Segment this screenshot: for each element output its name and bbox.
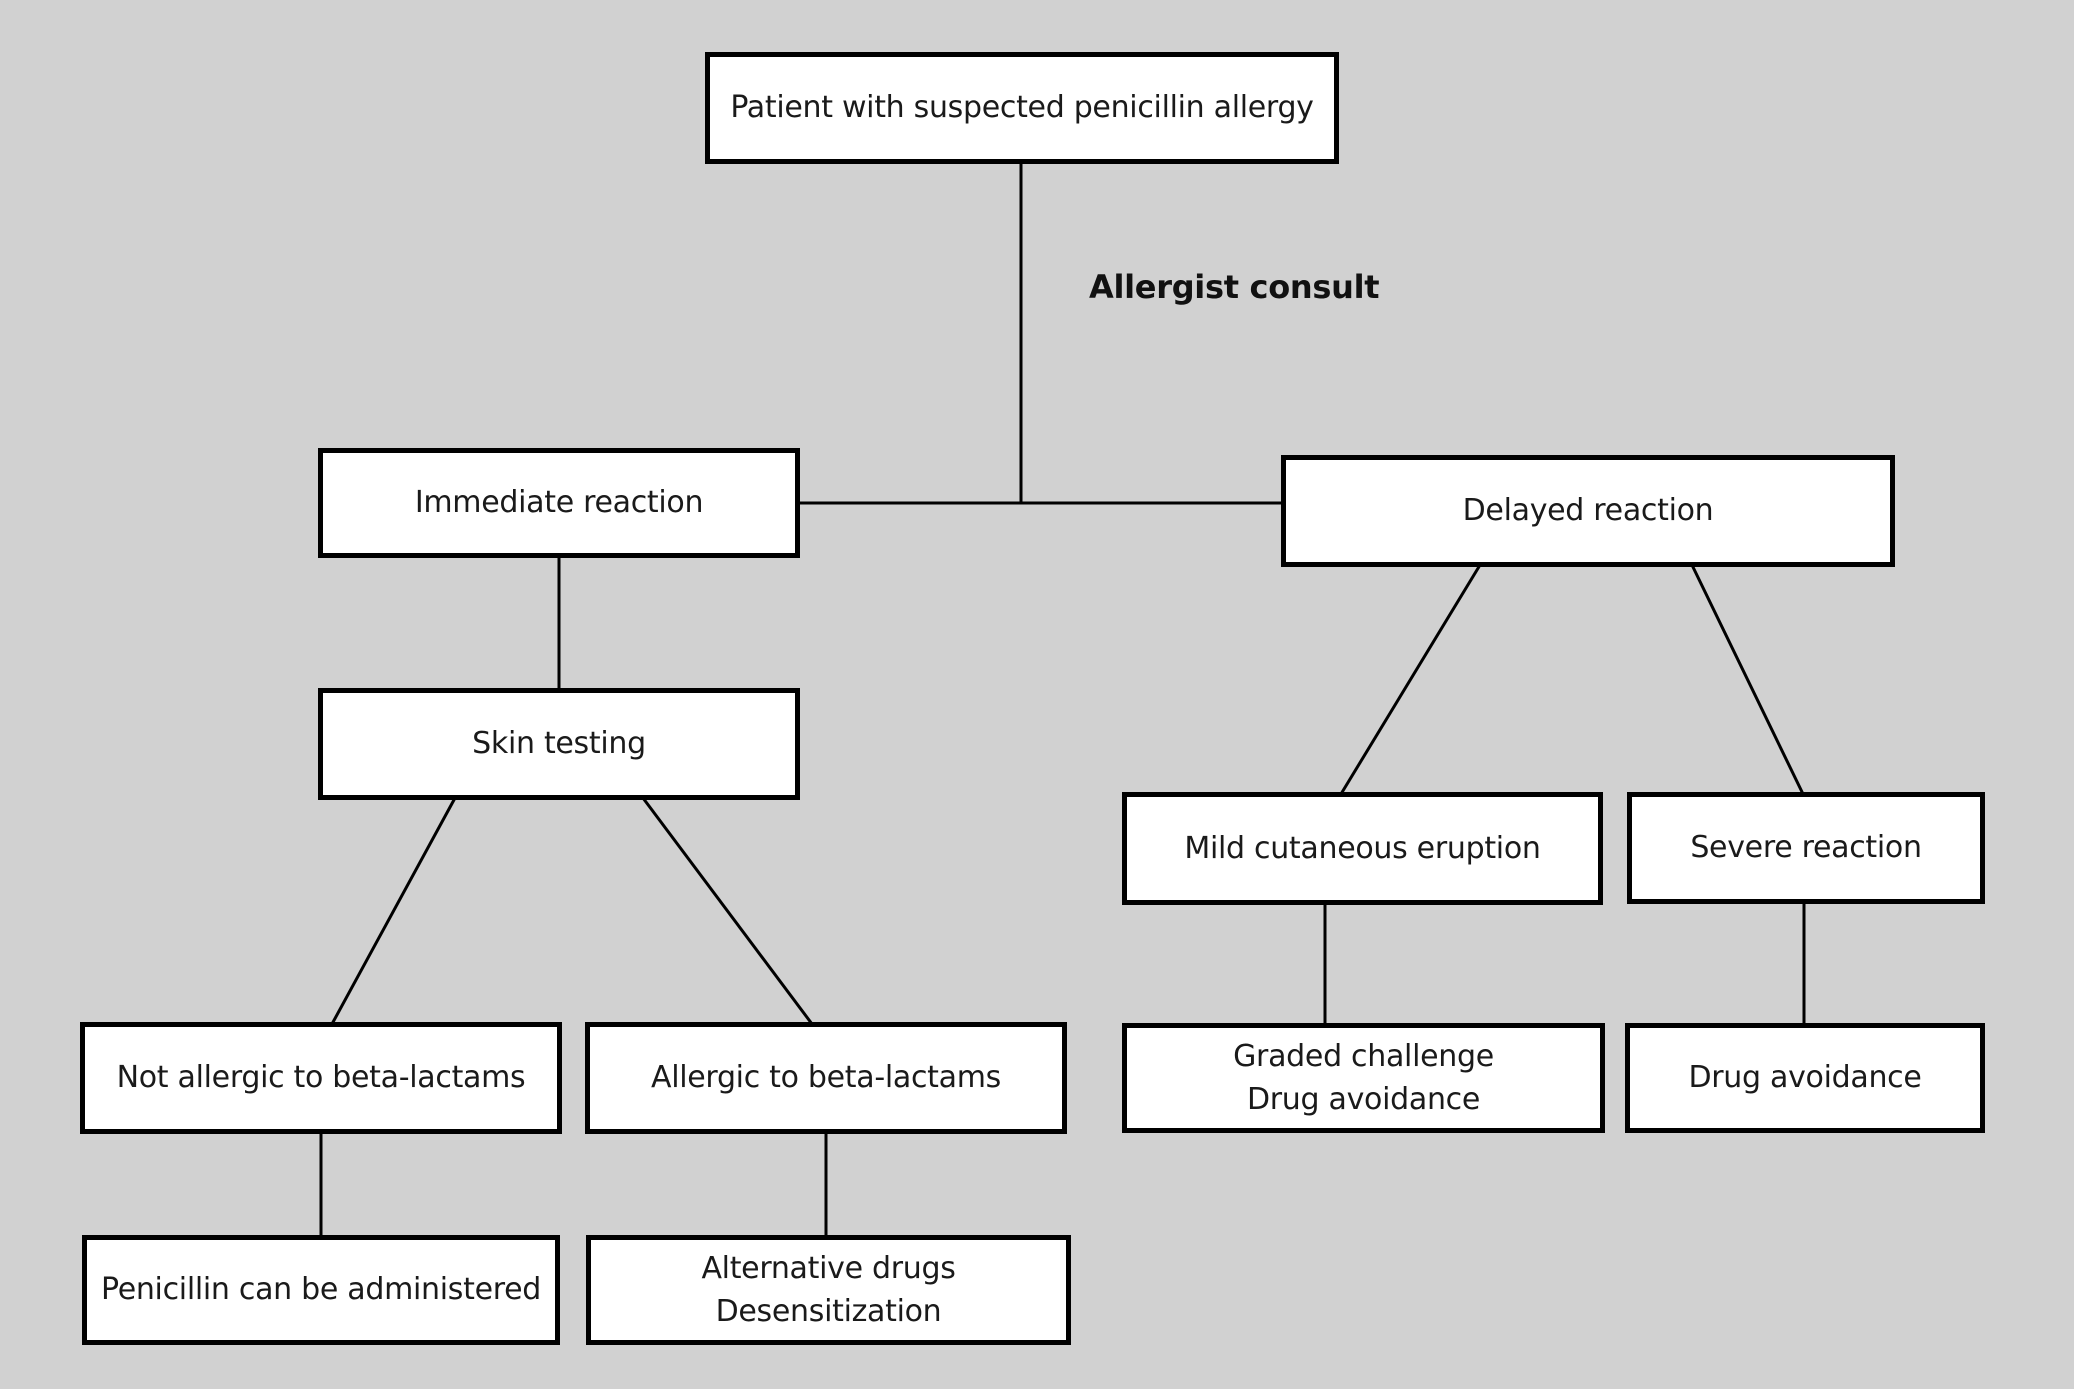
node-immediate-reaction: Immediate reaction	[318, 448, 800, 558]
node-penicillin-can-be-administered: Penicillin can be administered	[82, 1235, 560, 1345]
node-label: Drug avoidance	[1688, 1060, 1922, 1096]
node-drug-avoidance: Drug avoidance	[1625, 1023, 1985, 1133]
node-label: Skin testing	[472, 726, 646, 762]
node-label: Severe reaction	[1690, 830, 1922, 866]
node-label: Not allergic to beta-lactams	[116, 1060, 526, 1096]
node-mild-cutaneous-eruption: Mild cutaneous eruption	[1122, 792, 1603, 905]
node-label: Allergic to beta-lactams	[650, 1060, 1001, 1096]
connector-skin-not-allergic	[330, 797, 457, 1025]
connector-skin-allergic	[641, 797, 814, 1025]
node-label: Penicillin can be administered	[100, 1272, 542, 1308]
node-severe-reaction: Severe reaction	[1627, 792, 1985, 904]
bottom-white-strip	[0, 1389, 2074, 1398]
node-not-allergic-beta-lactams: Not allergic to beta-lactams	[80, 1022, 562, 1134]
node-alternative-drugs-desensitization: Alternative drugs Desensitization	[586, 1235, 1071, 1345]
node-label: Alternative drugs Desensitization	[701, 1250, 956, 1330]
allergist-consult-label: Allergist consult	[1089, 268, 1380, 306]
node-graded-challenge-drug-avoidance: Graded challenge Drug avoidance	[1122, 1023, 1605, 1133]
connector-delayed-mild	[1339, 564, 1482, 795]
node-label: Patient with suspected penicillin allerg…	[730, 90, 1314, 126]
node-skin-testing: Skin testing	[318, 688, 800, 800]
node-allergic-beta-lactams: Allergic to beta-lactams	[585, 1022, 1067, 1134]
connector-delayed-severe	[1690, 564, 1805, 795]
node-delayed-reaction: Delayed reaction	[1281, 455, 1895, 567]
node-label: Delayed reaction	[1462, 493, 1714, 529]
node-patient-suspected-allergy: Patient with suspected penicillin allerg…	[705, 52, 1339, 164]
node-label: Immediate reaction	[414, 485, 704, 521]
node-label: Mild cutaneous eruption	[1184, 830, 1541, 866]
node-label: Graded challenge Drug avoidance	[1233, 1038, 1494, 1118]
